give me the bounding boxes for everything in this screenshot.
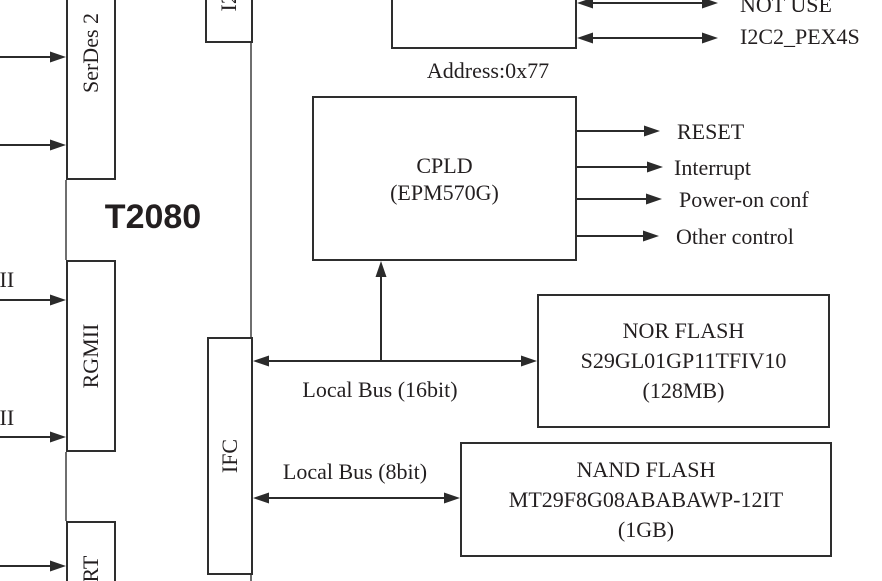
rgmii-input-arrows [0, 294, 66, 443]
cpld-part: (EPM570G) [390, 179, 499, 205]
cpld-text: CPLD (EPM570G) [312, 96, 577, 261]
ifc-label: IFC [217, 438, 242, 474]
nor-flash-name: NOR FLASH [622, 318, 745, 343]
uart-label: UART [78, 556, 104, 581]
nand-flash-part: MT29F8G08ABABAWP-12IT [508, 486, 784, 512]
i2c-mux-channel-arrows [577, 0, 718, 44]
serdes2-input-arrows [0, 51, 66, 151]
cpld-box [312, 96, 577, 261]
rgmii-box [66, 260, 116, 452]
mii-signal-bottom: MII [0, 405, 15, 430]
i2c-box [205, 0, 253, 43]
chip-name: T2080 [104, 198, 202, 236]
uart-box [66, 521, 116, 581]
nor-flash-size: (128MB) [642, 378, 725, 403]
local-bus-16-label: Local Bus (16bit) [302, 377, 458, 402]
cpld-output-power-on-conf: Power-on conf [679, 187, 809, 212]
uart-input-arrow [0, 560, 66, 572]
rgmii-label: RGMII [78, 323, 103, 389]
local-bus-8-arrow [253, 492, 460, 504]
nand-flash-text: NAND FLASH MT29F8G08ABABAWP-12IT (1GB) [460, 442, 832, 557]
nand-flash-box [460, 442, 832, 557]
local-bus-16-arrow [253, 355, 537, 367]
ifc-box [207, 337, 253, 575]
nor-flash-box [537, 294, 830, 428]
chip-edge-lines [65, 43, 252, 581]
cpld-localbus-arrow [375, 261, 387, 361]
i2c-mux-box [391, 0, 577, 49]
nor-flash-part: S29GL01GP11TFIV10 [580, 348, 787, 373]
i2c-mux-channel-not-use: NOT USE [740, 0, 832, 17]
nor-flash-text: NOR FLASH S29GL01GP11TFIV10 (128MB) [537, 294, 830, 428]
i2c-mux-address: Address:0x77 [426, 58, 550, 83]
cpld-name: CPLD [416, 152, 473, 178]
mii-signal-top: MII [0, 267, 15, 292]
cpld-output-other-control: Other control [676, 224, 794, 249]
i2c-label: I2C [216, 0, 242, 12]
nand-flash-name: NAND FLASH [576, 456, 716, 482]
local-bus-8-label: Local Bus (8bit) [282, 459, 428, 484]
nand-flash-size: (1GB) [617, 516, 675, 542]
cpld-output-reset: RESET [677, 119, 745, 144]
i2c-mux-channel-pex4s: I2C2_PEX4S [740, 24, 860, 49]
serdes2-label: SerDes 2 [78, 12, 103, 94]
cpld-output-arrows [577, 125, 663, 242]
cpld-output-interrupt: Interrupt [674, 155, 751, 180]
serdes2-box [66, 0, 116, 180]
